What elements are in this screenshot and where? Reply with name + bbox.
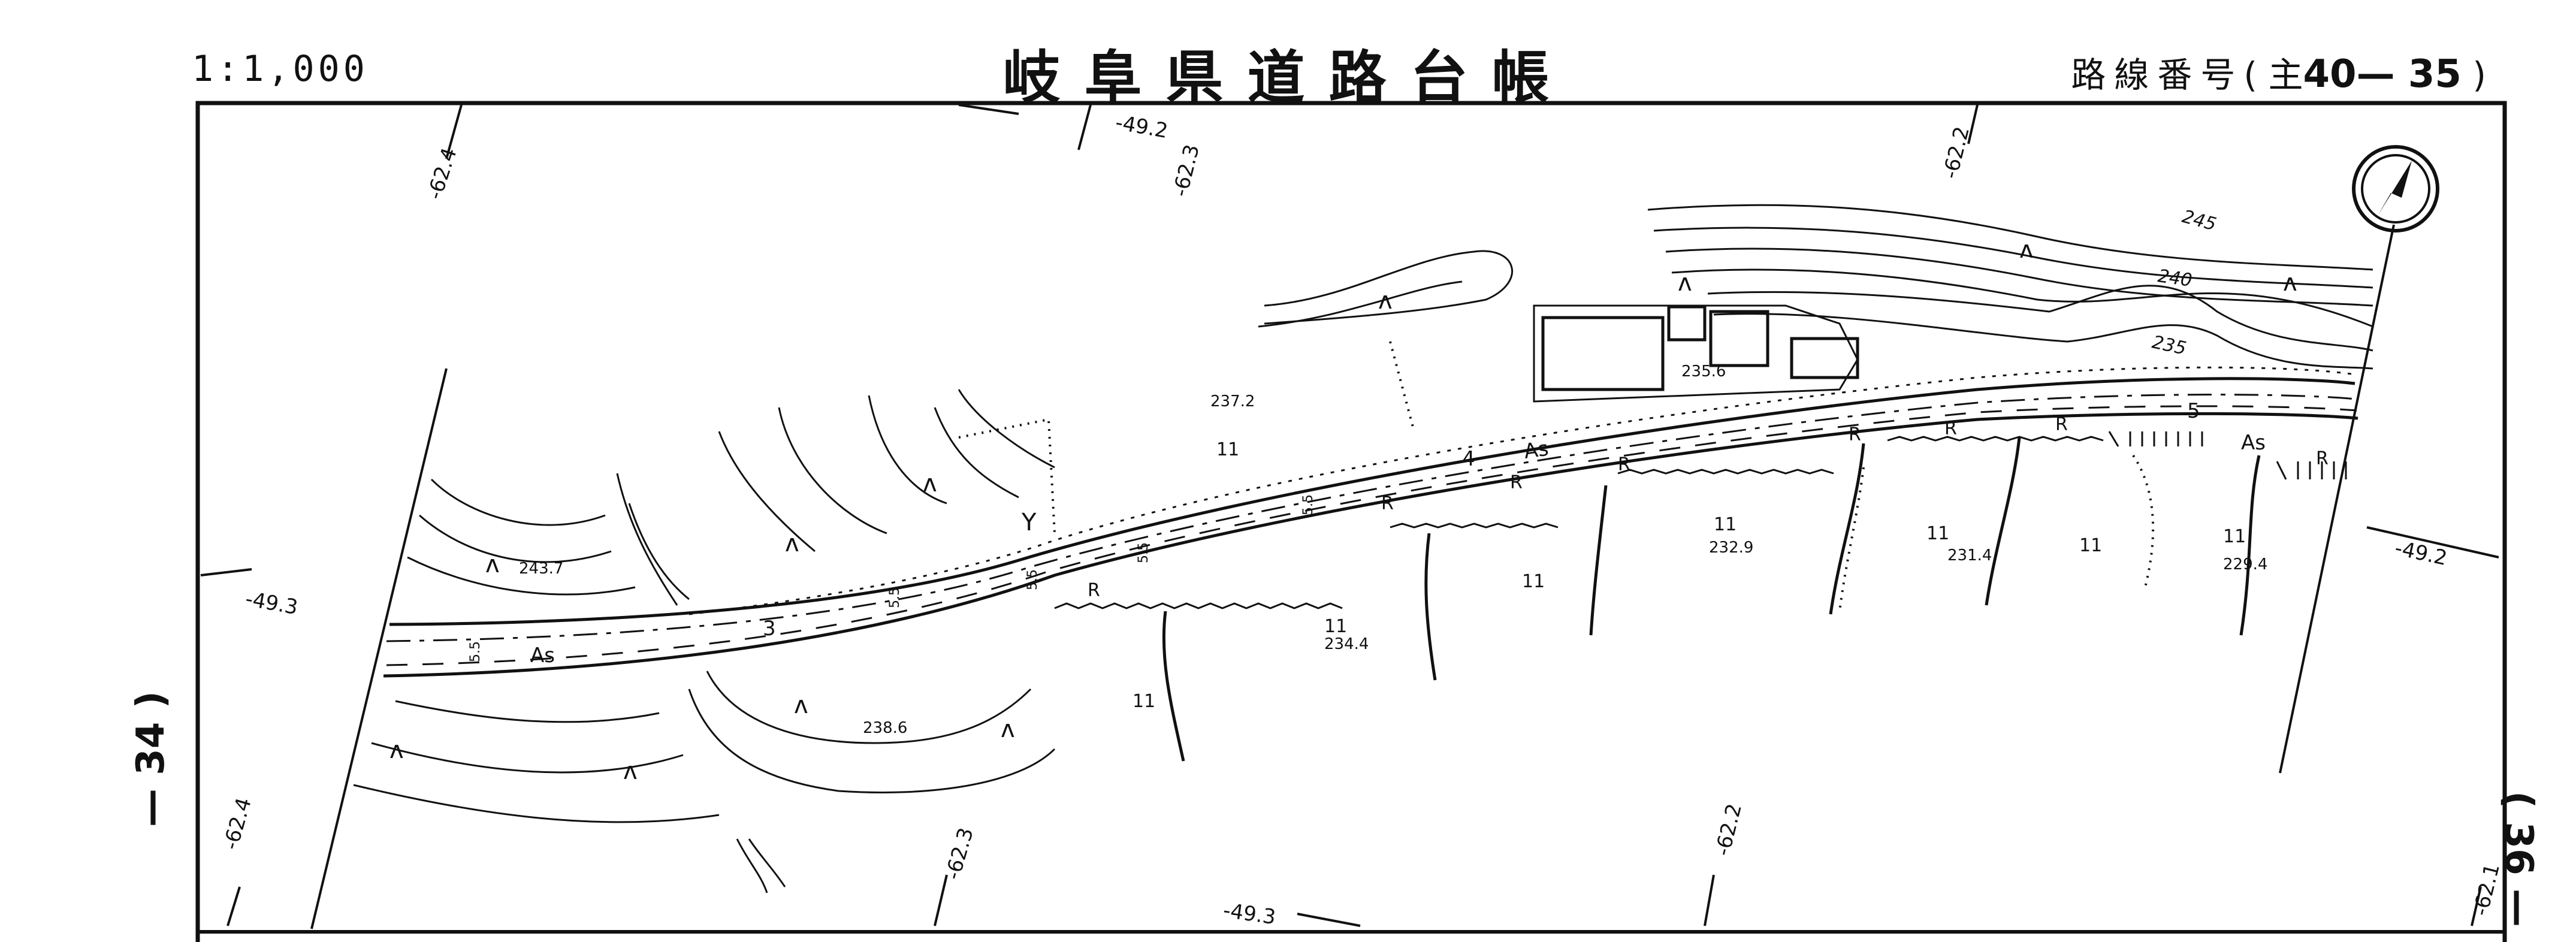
retaining-wall-symbol: R <box>1510 472 1523 493</box>
grid-label-bottom-4: -62.2 <box>1711 801 1747 858</box>
grid-label-right-1: -49.2 <box>2393 536 2449 570</box>
road-centerline <box>386 394 2357 642</box>
forest-symbol: ʌ <box>623 757 638 785</box>
forest-symbol: ʌ <box>485 551 500 578</box>
field-symbol: 11 <box>1522 571 1545 592</box>
width-label: 5.5 <box>1025 569 1040 590</box>
contours-north <box>1258 204 2373 370</box>
retaining-wall-symbol: R <box>2316 448 2329 469</box>
contour-label: 240 <box>2157 265 2194 291</box>
road-edge-north <box>389 377 2355 626</box>
road <box>383 366 2358 678</box>
contour-label: 235 <box>2150 332 2188 360</box>
elevation-point: 229.4 <box>2223 555 2267 573</box>
grid-label-top-1: -62.4 <box>423 145 462 203</box>
retaining-wall-symbol: R <box>1088 580 1100 601</box>
contour-label: 245 <box>2180 206 2218 236</box>
grid-label-bottom-5: -62.1 <box>2469 861 2505 918</box>
field-symbol: 11 <box>1926 523 1949 544</box>
road-shoulder-north <box>688 366 2355 615</box>
grid-label-top-2: -49.2 <box>1113 110 1170 143</box>
elevation-point: 235.6 <box>1681 363 1726 381</box>
route-value: 40— 35 <box>2303 52 2462 96</box>
forest-symbol: ʌ <box>2283 269 2297 297</box>
grid-label-top-4: -62.2 <box>1938 124 1974 181</box>
forest-symbol: ʌ <box>2019 236 2034 264</box>
surface-label: As <box>530 644 555 668</box>
forest-symbol: ʌ <box>785 530 799 557</box>
field-symbol: 11 <box>1133 691 1155 712</box>
retaining-wall-symbol: R <box>1618 454 1630 475</box>
retaining-wall-symbol: R <box>1944 418 1957 439</box>
sheet-boundary-right <box>2279 224 2395 774</box>
field-symbol: 11 <box>2079 535 2102 556</box>
forest-symbol: ʌ <box>794 692 808 719</box>
surface-label: As <box>1523 437 1550 464</box>
building-1 <box>1541 316 1665 391</box>
grid-label-top-3: -62.3 <box>1168 142 1204 199</box>
elevation-point: 237.2 <box>1210 393 1255 410</box>
field-symbol: 11 <box>1216 439 1239 460</box>
forest-symbol: ʌ <box>1678 269 1692 297</box>
sheet-boundary-left <box>310 368 448 929</box>
grid-ticks <box>200 104 2499 927</box>
station-label: 5 <box>2187 399 2200 423</box>
elevation-point: 234.4 <box>1324 635 1369 653</box>
buildings <box>1533 304 1859 403</box>
field-symbol: 11 <box>1324 616 1347 637</box>
forest-symbol: ʌ <box>1378 287 1393 315</box>
width-label: 5.5 <box>1136 542 1151 563</box>
field-symbol: 11 <box>1714 514 1737 535</box>
retaining-wall-symbol: R <box>2055 414 2068 435</box>
width-label: 5.5 <box>1301 494 1316 515</box>
parcel-boundaries <box>958 341 2155 612</box>
elevation-point: 243.7 <box>519 560 563 578</box>
page-title: 岐阜県道路台帳 <box>1002 44 1574 111</box>
station-label: 4 <box>1462 447 1475 471</box>
route-number: 路線番号( 主40— 35 ) <box>2071 47 2486 97</box>
building-4 <box>1790 337 1859 379</box>
contours-west <box>353 389 1056 893</box>
forest-symbol: ʌ <box>389 736 404 764</box>
road-edge-south <box>383 412 2358 678</box>
map-frame <box>195 101 2507 942</box>
route-prefix: 主 <box>2268 55 2303 95</box>
building-2 <box>1667 305 1707 342</box>
north-arrow-icon <box>2352 145 2439 233</box>
building-lot <box>1533 304 1859 403</box>
forest-symbol: ʌ <box>1001 715 1015 743</box>
elevation-point: 232.9 <box>1709 539 1753 557</box>
station-label: 3 <box>763 617 776 641</box>
width-label: 5.5 <box>887 587 902 608</box>
grass-symbol: Y <box>1021 509 1037 536</box>
field-symbol: 11 <box>2223 526 2246 547</box>
grid-label-bottom-1: -62.4 <box>219 795 256 853</box>
elevation-point: 231.4 <box>1947 547 1992 564</box>
width-label: 5.5 <box>468 641 483 662</box>
retaining-wall-symbol: R <box>1381 493 1394 514</box>
forest-symbol: ʌ <box>923 470 937 497</box>
route-open: ( <box>2243 55 2258 95</box>
surface-label: As <box>2241 431 2266 455</box>
retaining-wall-symbol: R <box>1849 424 1861 445</box>
grid-label-left-1: -49.3 <box>243 587 300 620</box>
route-label: 路線番号 <box>2071 55 2244 95</box>
retaining-walls <box>1054 431 2347 762</box>
map-scale: 1:1,000 <box>192 48 369 90</box>
route-close: ) <box>2472 55 2486 95</box>
grid-label-bottom-2: -62.3 <box>941 825 979 883</box>
building-3 <box>1709 310 1769 367</box>
road-lane-line <box>386 405 2357 666</box>
grid-label-bottom-3: -49.3 <box>1222 898 1278 929</box>
elevation-point: 238.6 <box>863 719 907 737</box>
